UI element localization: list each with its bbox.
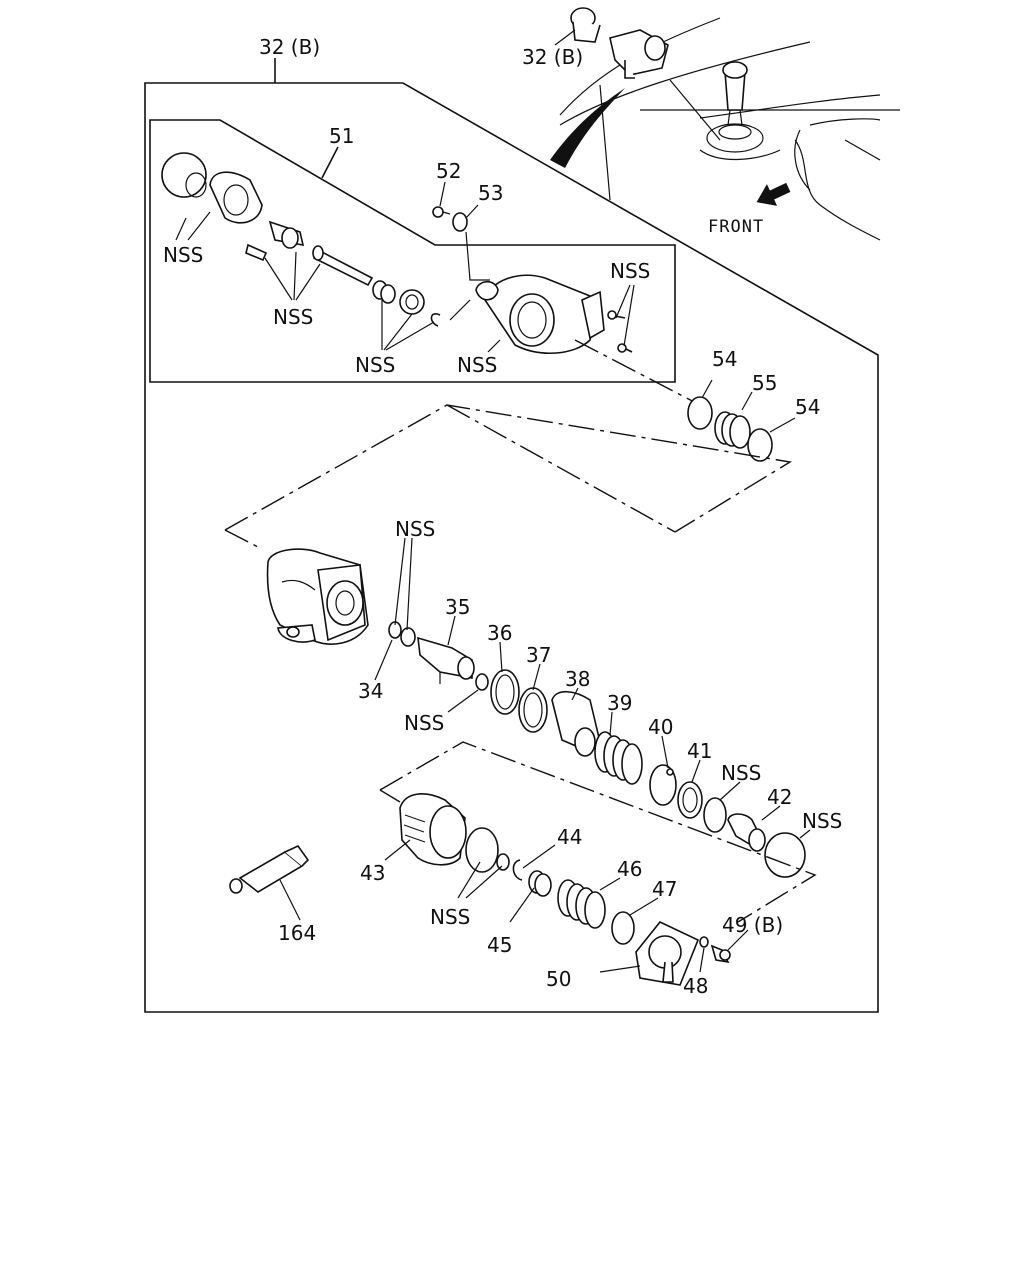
leader-51 [321, 146, 339, 179]
label-39: 39 [607, 691, 632, 715]
label-54b: 54 [795, 395, 820, 419]
label-48: 48 [683, 974, 708, 998]
label-44: 44 [557, 825, 582, 849]
label-38: 38 [565, 667, 590, 691]
label-37: 37 [526, 643, 551, 667]
label-nss-i: NSS [802, 809, 842, 833]
label-54a: 54 [712, 347, 737, 371]
label-nss-f: NSS [395, 517, 435, 541]
label-50: 50 [546, 967, 571, 991]
label-36: 36 [487, 621, 512, 645]
label-52: 52 [436, 159, 461, 183]
vehicle-inset [550, 7, 900, 241]
label-32b-top: 32 (B) [259, 35, 320, 59]
lower-parts [229, 793, 749, 986]
spring-set-54-55 [687, 379, 796, 462]
label-53: 53 [478, 181, 503, 205]
subassembly-51-parts [161, 152, 635, 354]
label-43: 43 [360, 861, 385, 885]
arrow-left-icon [756, 182, 791, 206]
label-nss-e: NSS [610, 259, 650, 283]
label-nss-b: NSS [273, 305, 313, 329]
label-nss-c: NSS [355, 353, 395, 377]
label-55: 55 [752, 371, 777, 395]
label-34: 34 [358, 679, 383, 703]
dash-outline-middle [224, 404, 792, 533]
label-41: 41 [687, 739, 712, 763]
label-49b: 49 (B) [722, 913, 783, 937]
label-42: 42 [767, 785, 792, 809]
pointer-wedge [550, 88, 625, 168]
label-40: 40 [648, 715, 673, 739]
label-35: 35 [445, 595, 470, 619]
label-front: FRONT [708, 217, 764, 237]
label-nss-g: NSS [404, 711, 444, 735]
assembly-frame [144, 82, 879, 1013]
label-47: 47 [652, 877, 677, 901]
label-nss-h: NSS [721, 761, 761, 785]
label-nss-j: NSS [430, 905, 470, 929]
label-51: 51 [329, 124, 354, 148]
cylinder-parts [266, 537, 811, 878]
label-46: 46 [617, 857, 642, 881]
label-32b-inset: 32 (B) [522, 45, 583, 69]
label-164: 164 [278, 921, 316, 945]
label-nss-a: NSS [163, 243, 203, 267]
label-45: 45 [487, 933, 512, 957]
subassembly-frame-51 [149, 119, 676, 383]
dash-outline-lower [379, 741, 817, 923]
axis-line-upper [574, 339, 701, 406]
label-nss-d: NSS [457, 353, 497, 377]
